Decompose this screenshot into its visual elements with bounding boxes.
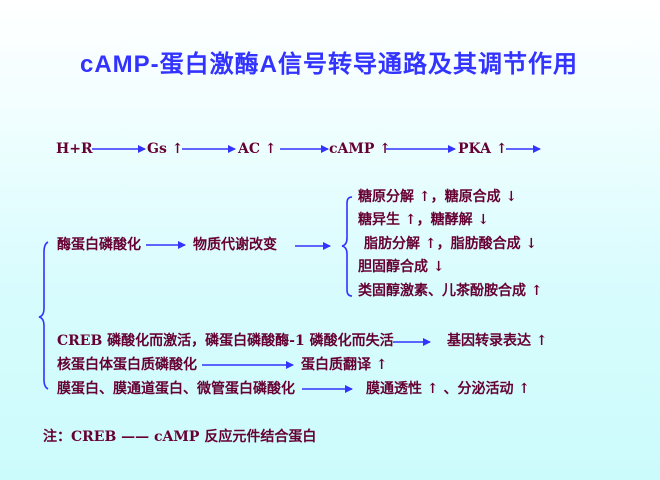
metabolic-cause: 酶蛋白磷酸化 bbox=[57, 237, 141, 253]
right-brace bbox=[341, 196, 353, 297]
slide-title: cAMP-蛋白激酶A信号转导通路及其调节作用 bbox=[80, 51, 579, 78]
pathway-step-ac: AC ↑ bbox=[238, 141, 277, 157]
creb-effect: 基因转录表达 ↑ bbox=[447, 333, 548, 349]
metabolic-effect: 物质代谢改变 bbox=[193, 237, 277, 253]
metabolic-outcome: 脂肪分解 ↑，脂肪酸合成 ↓ bbox=[364, 236, 538, 252]
metabolic-outcome: 胆固醇合成 ↓ bbox=[358, 259, 445, 275]
metabolic-outcome: 糖异生 ↑，糖酵解 ↓ bbox=[358, 212, 490, 228]
left-brace bbox=[38, 241, 49, 390]
pathway-step-gs: Gs ↑ bbox=[147, 141, 184, 157]
metabolic-outcome: 糖原分解 ↑，糖原合成 ↓ bbox=[358, 189, 518, 205]
pathway-step-hr: H+R bbox=[56, 141, 93, 157]
pathway-step-pka: PKA ↑ bbox=[458, 141, 508, 157]
membrane-effect: 膜通透性 ↑ 、分泌活动 ↑ bbox=[366, 381, 531, 397]
ribosome-cause: 核蛋白体蛋白质磷酸化 bbox=[57, 357, 197, 373]
membrane-cause: 膜蛋白、膜通道蛋白、微管蛋白磷酸化 bbox=[57, 381, 295, 397]
metabolic-outcome: 类固醇激素、儿茶酚胺合成 ↑ bbox=[358, 283, 543, 299]
footnote: 注：CREB —— cAMP 反应元件结合蛋白 bbox=[43, 429, 317, 445]
pathway-step-camp: cAMP ↑ bbox=[329, 141, 392, 157]
creb-cause: CREB 磷酸化而激活，磷蛋白磷酸酶-1 磷酸化而失活 bbox=[57, 333, 394, 349]
ribosome-effect: 蛋白质翻译 ↑ bbox=[301, 357, 388, 373]
